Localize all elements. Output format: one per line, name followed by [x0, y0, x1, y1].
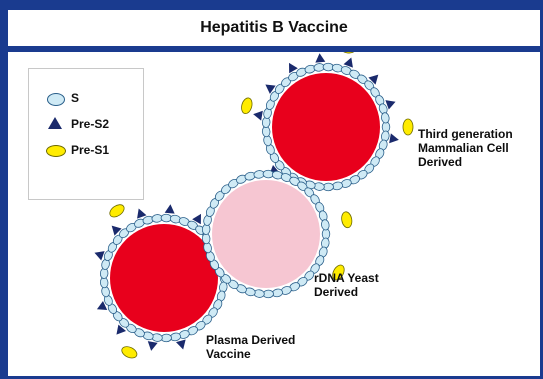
pre-s2-triangle	[344, 57, 353, 67]
legend-item-pre-s2: Pre-S2	[29, 115, 143, 133]
pre-s1-ellipse	[340, 211, 353, 228]
legend-item-s: S	[29, 89, 143, 107]
legend-item-pre-s1: Pre-S1	[29, 141, 143, 159]
pre-s2-triangle	[253, 111, 263, 121]
title-bar: Hepatitis B Vaccine	[8, 10, 540, 52]
legend-label-pre-s1: Pre-S1	[71, 143, 109, 157]
page-title: Hepatitis B Vaccine	[200, 19, 348, 37]
particle-core	[272, 73, 380, 181]
pre-s2-triangle-icon	[48, 117, 62, 129]
pre-s2-triangle	[176, 339, 186, 349]
pre-s1-ellipse	[240, 97, 254, 115]
pre-s1-ellipse	[403, 119, 413, 135]
s-protein-icon	[47, 93, 65, 106]
legend: S Pre-S2 Pre-S1	[28, 68, 144, 200]
pre-s2-triangle	[389, 133, 399, 143]
pre-s1-ellipse	[120, 344, 139, 360]
particle-core	[212, 180, 320, 288]
legend-label-pre-s2: Pre-S2	[71, 117, 109, 131]
pre-s2-triangle	[315, 53, 325, 62]
diagram-frame: Hepatitis B Vaccine S Pre-S2 Pre-S1 Plas…	[8, 10, 540, 376]
pre-s2-triangle	[148, 341, 158, 351]
pre-s1-ellipse	[108, 202, 127, 219]
pre-s2-triangle	[94, 251, 104, 260]
particle-core	[110, 224, 218, 332]
legend-label-s: S	[71, 91, 79, 105]
pre-s1-ellipse-icon	[46, 145, 66, 157]
pre-s2-triangle	[165, 204, 175, 213]
